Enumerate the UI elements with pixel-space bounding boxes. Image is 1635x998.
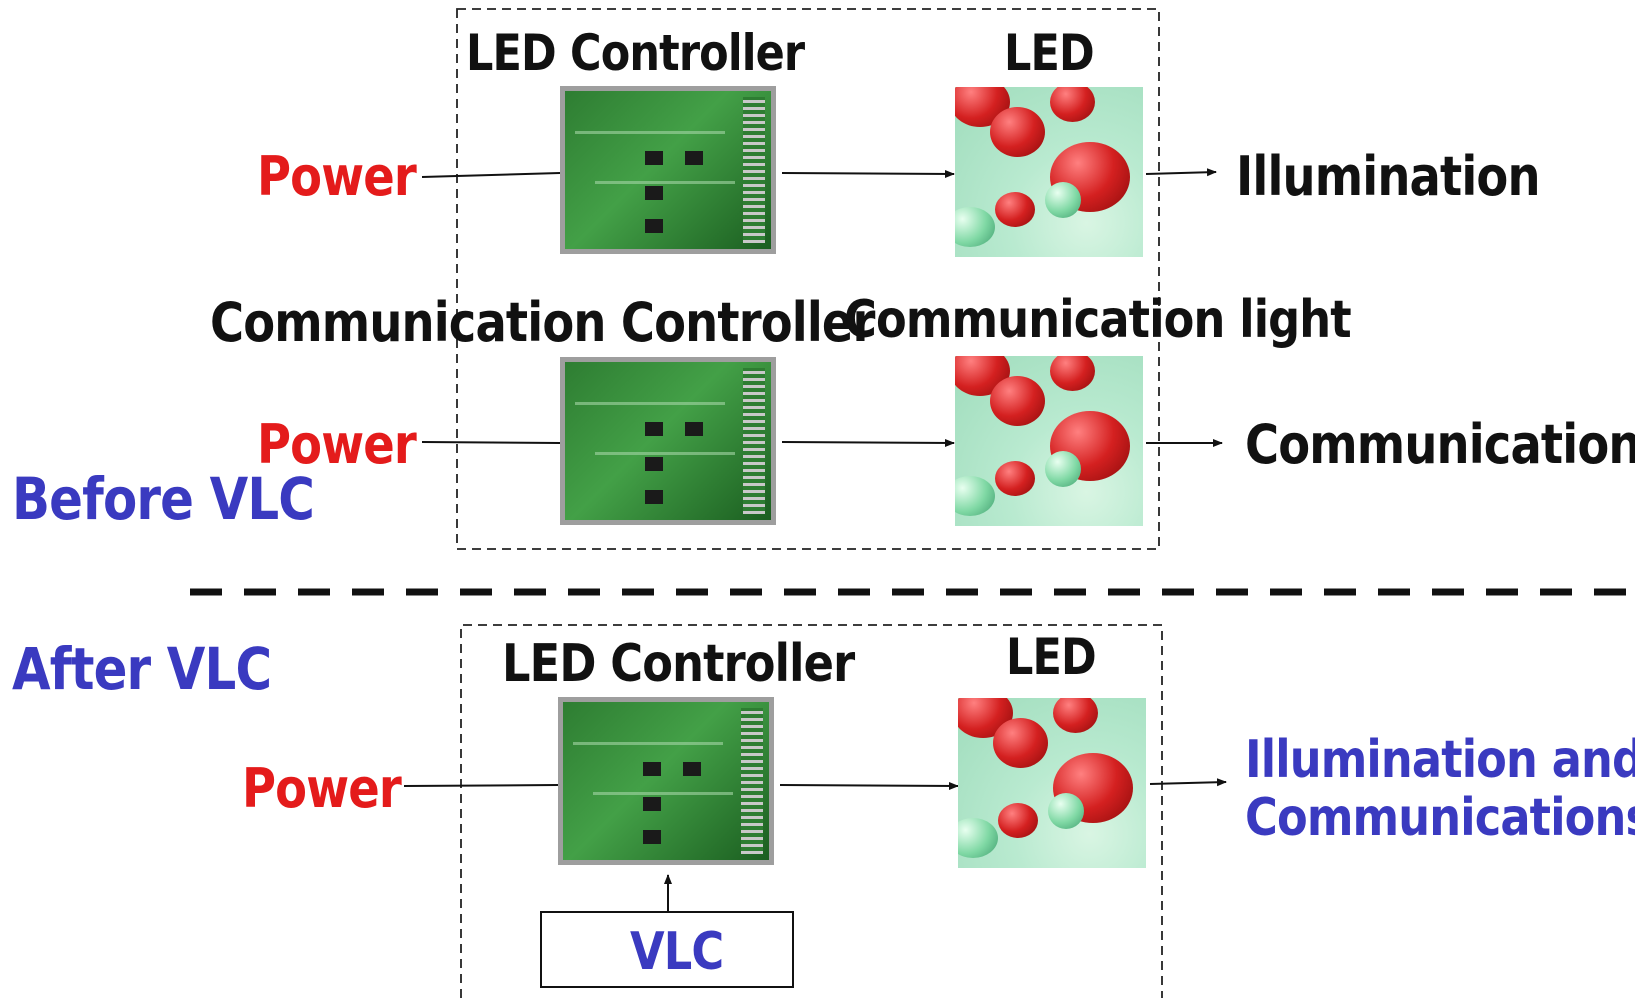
- top-controller-label: LED Controller: [466, 24, 805, 82]
- circuit-board-icon: [558, 697, 774, 865]
- comm-output-label: Communication: [1245, 413, 1635, 476]
- before-vlc-label: Before VLC: [12, 465, 315, 533]
- led-bulbs-icon: [955, 356, 1143, 526]
- comm-power-label: Power: [257, 413, 417, 476]
- power-line-2: [421, 441, 561, 444]
- after-output-line1: Illumination and: [1245, 730, 1635, 790]
- led-bulbs-icon: [958, 698, 1146, 868]
- before-frame: [456, 8, 1160, 550]
- after-controller-label: LED Controller: [502, 634, 855, 694]
- vlc-box: [540, 911, 794, 988]
- after-output-line2: Communications: [1245, 788, 1635, 848]
- arrow-illum-comm: [1149, 778, 1227, 787]
- top-led-label: LED: [1004, 24, 1095, 82]
- arrow-controller-led-3: [779, 781, 959, 790]
- power-line-3: [403, 784, 559, 787]
- circuit-board-icon: [560, 357, 776, 525]
- arrow-controller-led-2: [781, 438, 955, 447]
- arrow-illumination: [1145, 168, 1217, 177]
- vlc-label: VLC: [630, 922, 724, 982]
- top-output-label: Illumination: [1236, 145, 1541, 208]
- top-power-label: Power: [257, 145, 417, 208]
- power-line-1: [421, 172, 561, 178]
- circuit-board-icon: [560, 86, 776, 254]
- after-power-label: Power: [242, 757, 402, 820]
- comm-controller-label: Communication Controller: [210, 291, 875, 354]
- after-frame: [460, 624, 1163, 998]
- after-vlc-label: After VLC: [12, 635, 272, 703]
- arrow-controller-led-1: [781, 169, 955, 178]
- comm-light-label: Communication light: [844, 290, 1352, 350]
- after-led-label: LED: [1006, 628, 1097, 686]
- led-bulbs-icon: [955, 87, 1143, 257]
